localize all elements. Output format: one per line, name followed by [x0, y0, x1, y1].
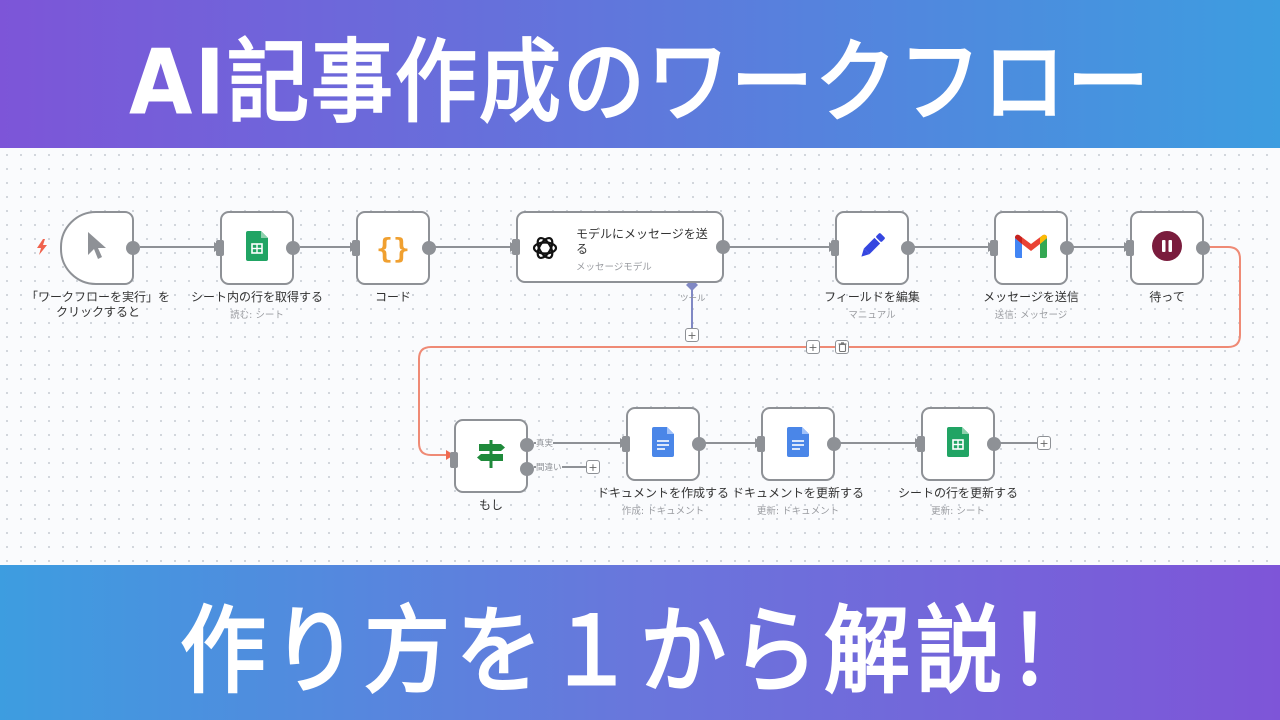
delete-connection-button[interactable]: [835, 340, 849, 354]
input-handle[interactable]: [917, 436, 925, 452]
node-edit-fields[interactable]: [831, 211, 915, 285]
gmail-icon: [1015, 234, 1047, 262]
node-message-model[interactable]: モデルにメッセージを送 る メッセージモデル: [512, 211, 730, 283]
subtitle-text: 作り方を１から解説！: [180, 596, 1100, 707]
openai-icon: [530, 233, 560, 267]
input-handle[interactable]: [512, 239, 520, 255]
node-get-sheet-rows[interactable]: [216, 211, 300, 285]
output-handle[interactable]: [1060, 241, 1074, 255]
node-if[interactable]: [450, 419, 534, 493]
node-title: メッセージを送信: [983, 290, 1079, 304]
insert-node-button[interactable]: +: [806, 340, 820, 354]
input-handle[interactable]: [352, 240, 360, 256]
pencil-icon: [856, 230, 888, 266]
node-title: ドキュメントを更新する: [731, 486, 865, 500]
output-handle[interactable]: [692, 437, 706, 451]
output-handle[interactable]: [716, 240, 730, 254]
node-title: シート内の行を取得する: [190, 290, 324, 304]
node-title: モデルにメッセージを送 る: [576, 227, 716, 257]
trash-icon: [838, 342, 847, 355]
node-subtitle: メッセージモデル: [576, 262, 652, 273]
node-title-line: クリックすると: [55, 305, 141, 319]
signpost-icon: [475, 438, 507, 474]
output-handle[interactable]: [827, 437, 841, 451]
node-subtitle: 更新: シート: [931, 506, 985, 517]
google-docs-icon: [652, 427, 674, 461]
node-subtitle: マニュアル: [848, 310, 896, 321]
node-code[interactable]: {}: [352, 211, 436, 285]
node-title: フィールドを編集: [824, 290, 920, 304]
input-handle[interactable]: [990, 240, 998, 256]
add-tool-button[interactable]: +: [685, 328, 699, 342]
google-sheets-icon: [947, 427, 969, 461]
node-manual-trigger[interactable]: [60, 211, 140, 285]
node-subtitle: 作成: ドキュメント: [621, 506, 705, 517]
node-subtitle: 読む: シート: [230, 310, 284, 321]
node-wait[interactable]: [1126, 211, 1210, 285]
input-handle[interactable]: [831, 240, 839, 256]
pause-icon: [1151, 230, 1183, 266]
node-title: ドキュメントを作成する: [596, 486, 730, 500]
input-handle[interactable]: [757, 436, 765, 452]
title-banner: AI記事作成のワークフロー: [0, 0, 1280, 148]
node-send-message[interactable]: [990, 211, 1074, 285]
input-handle[interactable]: [450, 452, 458, 468]
output-handle[interactable]: [987, 437, 1001, 451]
node-subtitle: 更新: ドキュメント: [756, 506, 840, 517]
node-title-line: 「ワークフローを実行」を: [25, 290, 171, 304]
node-update-sheet-row[interactable]: [917, 407, 1001, 481]
output-handle[interactable]: [901, 241, 915, 255]
output-handle[interactable]: [286, 241, 300, 255]
code-braces-icon: {}: [376, 231, 410, 265]
input-handle[interactable]: [622, 436, 630, 452]
true-branch-label: 真実: [536, 437, 554, 449]
lightning-icon: [36, 239, 48, 259]
node-title: もし: [478, 498, 504, 512]
node-subtitle: 送信: メッセージ: [994, 310, 1068, 321]
add-false-branch-button[interactable]: +: [586, 460, 600, 474]
cursor-icon: [86, 231, 108, 265]
input-handle[interactable]: [1126, 240, 1134, 256]
node-label: 「ワークフローを実行」を クリックすると: [26, 290, 170, 320]
google-sheets-icon: [246, 231, 268, 265]
input-handle[interactable]: [216, 240, 224, 256]
output-handle-true[interactable]: [520, 438, 534, 452]
output-handle-false[interactable]: [520, 462, 534, 476]
node-title-line: モデルにメッセージを送: [576, 227, 708, 241]
google-docs-icon: [787, 427, 809, 461]
node-update-doc[interactable]: [757, 407, 841, 481]
node-title: 待って: [1149, 290, 1185, 304]
output-handle[interactable]: [1196, 241, 1210, 255]
node-create-doc[interactable]: [622, 407, 706, 481]
output-handle[interactable]: [126, 241, 140, 255]
title-text: AI記事作成のワークフロー: [129, 30, 1151, 136]
node-title: シートの行を更新する: [897, 486, 1019, 500]
tool-connector-label: ツール: [680, 294, 706, 304]
node-title-line: る: [576, 242, 589, 256]
subtitle-banner: 作り方を１から解説！: [0, 565, 1280, 720]
node-title: コード: [374, 290, 412, 304]
false-branch-label: 間違い: [536, 461, 562, 473]
add-next-node-button[interactable]: +: [1037, 436, 1051, 450]
output-handle[interactable]: [422, 241, 436, 255]
